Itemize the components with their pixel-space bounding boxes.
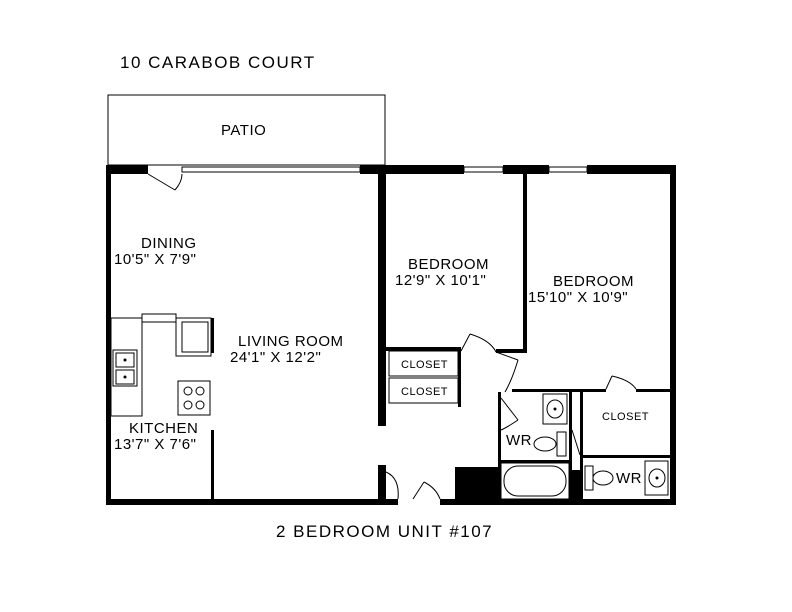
sink-icon bbox=[644, 460, 669, 496]
sink-icon bbox=[112, 349, 138, 387]
closet-3-label: CLOSET bbox=[602, 411, 649, 423]
unit-label: 2 BEDROOM UNIT #107 bbox=[276, 522, 493, 541]
exterior-walls bbox=[106, 165, 676, 505]
toilet-icon bbox=[584, 465, 614, 491]
closet-2-label: CLOSET bbox=[401, 386, 448, 398]
kitchen-fixtures bbox=[110, 313, 212, 417]
sink-icon bbox=[542, 393, 568, 425]
living-room-size: 24'1" X 12'2" bbox=[230, 349, 321, 366]
closet-1-label: CLOSET bbox=[401, 359, 448, 371]
bathtub-icon bbox=[500, 462, 570, 500]
bedroom-1-size: 12'9" X 10'1" bbox=[395, 272, 486, 289]
windows bbox=[181, 166, 588, 173]
kitchen-label: KITCHEN bbox=[129, 420, 198, 437]
toilet-icon bbox=[533, 431, 567, 457]
bath-fixtures bbox=[500, 393, 669, 500]
patio-door bbox=[147, 173, 183, 191]
bedroom-2-size: 15'10" X 10'9" bbox=[528, 289, 628, 306]
living-room-label: LIVING ROOM bbox=[238, 333, 344, 350]
stove-icon bbox=[177, 380, 211, 416]
bedroom-2-label: BEDROOM bbox=[553, 273, 634, 290]
patio-label: PATIO bbox=[221, 122, 266, 139]
building-title: 10 CARABOB COURT bbox=[120, 53, 316, 72]
kitchen-size: 13'7" X 7'6" bbox=[114, 436, 196, 453]
bedroom-1-label: BEDROOM bbox=[408, 256, 489, 273]
door-swings bbox=[385, 333, 637, 500]
patio-outline bbox=[107, 94, 386, 166]
dining-size: 10'5" X 7'9" bbox=[114, 251, 196, 268]
dining-label: DINING bbox=[141, 235, 197, 252]
wr-1-label: WR bbox=[506, 432, 532, 449]
interior-walls bbox=[211, 174, 670, 500]
wr-2-label: WR bbox=[616, 470, 642, 487]
